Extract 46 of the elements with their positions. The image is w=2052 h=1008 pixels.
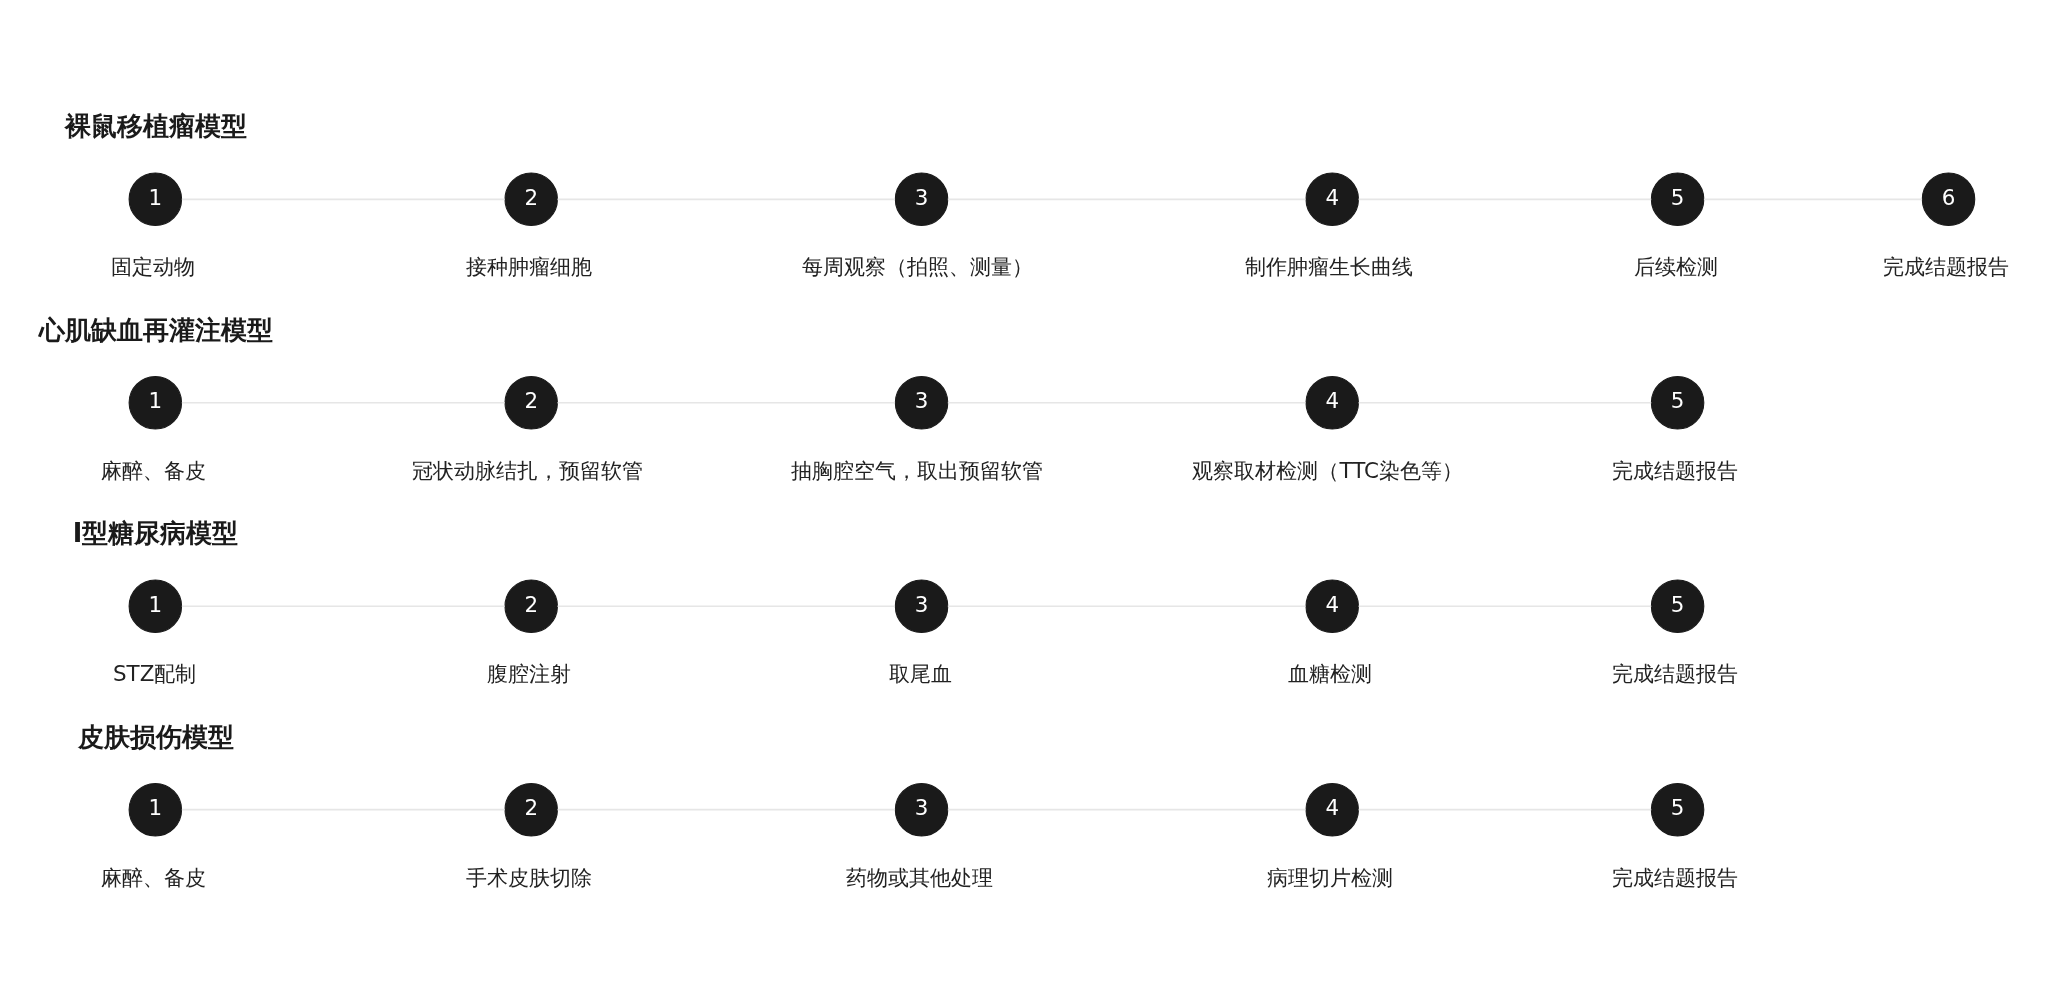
node-label: 病理切片检测 <box>1266 864 1393 890</box>
node-label: 血糖检测 <box>1287 660 1372 686</box>
node-circle: 2 <box>503 375 558 430</box>
node-circle: 5 <box>1650 172 1704 226</box>
label: I型糖尿病模型 <box>72 517 238 548</box>
node-label: STZ配制 <box>112 660 196 686</box>
node-label: 后续检测 <box>1633 253 1718 279</box>
node-circle: 3 <box>894 375 948 430</box>
node-circle: 3 <box>894 578 948 633</box>
node-label: 完成结题报告 <box>1611 864 1738 890</box>
node-label: 每周观察（拍照、测量） <box>801 253 1033 279</box>
node-circle: 5 <box>1650 578 1704 633</box>
node-circle: 1 <box>128 578 182 633</box>
node-label: 药物或其他处理 <box>845 864 993 890</box>
node-label: 完成结题报告 <box>1882 253 2009 279</box>
node-circle: 1 <box>128 172 182 226</box>
node-circle: 3 <box>894 172 948 226</box>
node-label: 完成结题报告 <box>1611 457 1738 483</box>
label: 心肌缺血再灌注模型 <box>38 314 273 345</box>
node-label: 接种肿瘤细胞 <box>465 253 592 279</box>
node-circle: 1 <box>128 782 182 836</box>
node-circle: 4 <box>1304 375 1359 430</box>
node-label: 麻醉、备皮 <box>100 457 206 483</box>
node-label: 抽胸腔空气，取出预留软管 <box>790 457 1043 483</box>
node-circle: 2 <box>503 578 558 633</box>
node-label: 麻醉、备皮 <box>100 864 206 890</box>
node-circle: 5 <box>1650 782 1704 836</box>
label: 皮肤损伤模型 <box>77 721 234 752</box>
node-circle: 4 <box>1304 578 1359 633</box>
node-label: 固定动物 <box>110 253 195 279</box>
node-circle: 5 <box>1650 375 1704 430</box>
label: 裸鼠移植瘤模型 <box>64 110 247 141</box>
node-circle: 3 <box>894 782 948 836</box>
node-label: 观察取材检测（TTC染色等） <box>1191 457 1463 483</box>
node-label: 完成结题报告 <box>1611 660 1738 686</box>
node-label: 冠状动脉结扎，预留软管 <box>411 457 643 483</box>
node-label: 制作肿瘤生长曲线 <box>1244 253 1413 279</box>
node-circle: 4 <box>1304 782 1359 836</box>
node-label: 手术皮肤切除 <box>465 864 592 890</box>
node-circle: 1 <box>128 375 182 430</box>
node-circle: 6 <box>1921 172 1975 226</box>
node-circle: 2 <box>503 782 558 836</box>
node-label: 腹腔注射 <box>486 660 571 686</box>
node-circle: 4 <box>1304 172 1359 226</box>
node-label: 取尾血 <box>888 660 952 686</box>
node-circle: 2 <box>503 172 558 226</box>
